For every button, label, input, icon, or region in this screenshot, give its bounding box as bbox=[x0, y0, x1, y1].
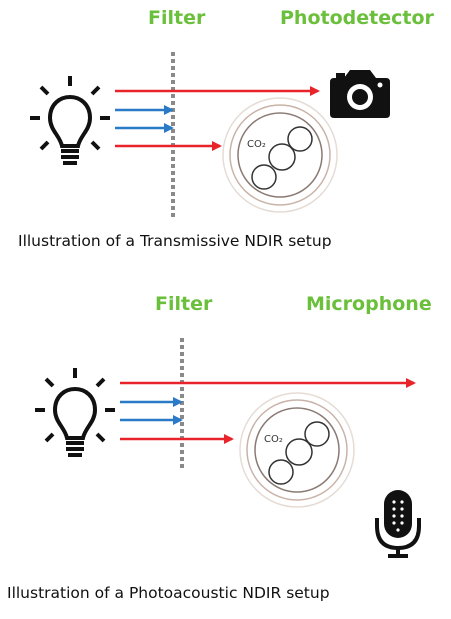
top-filter-label: Filter bbox=[148, 7, 206, 29]
top-camera-icon bbox=[330, 70, 390, 118]
bottom-detector-label: Microphone bbox=[306, 293, 432, 315]
top-light-bulb-icon bbox=[30, 76, 110, 165]
bottom-co2-label: CO₂ bbox=[264, 434, 283, 445]
bottom-co2-molecule-icon: CO₂ bbox=[239, 392, 355, 508]
top-co2-label: CO₂ bbox=[247, 139, 266, 150]
transmissive-panel: Filter Photodetector bbox=[18, 7, 434, 250]
bottom-microphone-icon bbox=[375, 490, 421, 558]
top-detector-label: Photodetector bbox=[280, 7, 434, 29]
top-caption: Illustration of a Transmissive NDIR setu… bbox=[18, 232, 332, 250]
bottom-filter-label: Filter bbox=[155, 293, 213, 315]
top-co2-molecule-icon: CO₂ bbox=[222, 97, 338, 213]
photoacoustic-panel: Filter Microphone bbox=[7, 293, 432, 602]
bottom-caption: Illustration of a Photoacoustic NDIR set… bbox=[7, 584, 330, 602]
bottom-light-bulb-icon bbox=[35, 368, 115, 457]
